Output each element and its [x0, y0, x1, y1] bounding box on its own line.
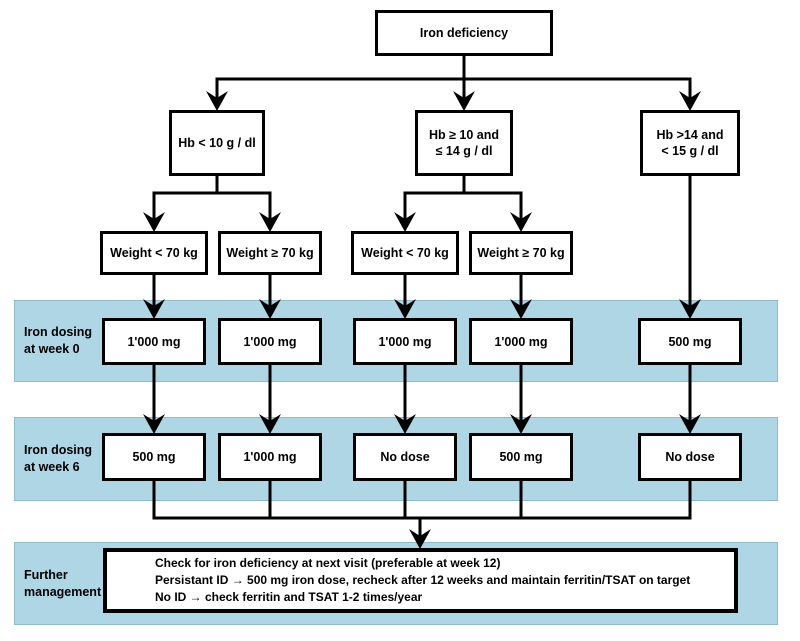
dose-value: 1'000 mg: [243, 334, 297, 349]
node-weight-lt70-branch2: Weight < 70 kg: [351, 231, 459, 275]
band-week0-label-line2: at week 0: [24, 342, 80, 356]
further-management-line: Persistant ID → 500 mg iron dose, rechec…: [155, 573, 691, 587]
dose-value: No dose: [665, 450, 715, 464]
node-weight-lt70-branch1: Weight < 70 kg: [100, 231, 208, 275]
node-hb-10-to-14: Hb ≥ 10 and ≤ 14 g / dl: [415, 110, 513, 176]
node-week6-dose-3: No dose: [353, 433, 457, 481]
dose-value: No dose: [380, 450, 430, 464]
node-hb-14-to-15: Hb >14 and < 15 g / dl: [640, 110, 740, 176]
band-week6-label-line2: at week 6: [24, 460, 80, 474]
dose-value: 1'000 mg: [243, 450, 297, 464]
dose-value: 1'000 mg: [378, 334, 432, 349]
node-label: Hb ≥ 10 and: [428, 128, 500, 142]
node-label: Weight < 70 kg: [361, 246, 449, 260]
node-week6-dose-5: No dose: [638, 433, 742, 481]
arrowhead-icons: [143, 91, 701, 549]
dose-value: 1'000 mg: [494, 334, 548, 349]
node-week0-dose-3: 1'000 mg: [353, 318, 457, 365]
node-weight-ge70-branch2: Weight ≥ 70 kg: [469, 231, 573, 275]
node-label: Weight ≥ 70 kg: [226, 246, 314, 260]
node-label: Weight ≥ 70 kg: [477, 246, 565, 260]
node-iron-deficiency: Iron deficiency: [375, 10, 553, 56]
band-week0-label: Iron dosing: [24, 325, 93, 339]
node-label: Hb >14 and: [656, 128, 724, 142]
node-label: Hb < 10 g / dl: [178, 136, 256, 150]
node-week0-dose-2: 1'000 mg: [218, 318, 322, 365]
node-week0-dose-1: 1'000 mg: [102, 318, 206, 365]
node-week6-dose-1: 500 mg: [102, 433, 206, 481]
node-label: Iron deficiency: [419, 26, 509, 40]
dose-value: 500 mg: [668, 334, 712, 349]
node-label-line2: ≤ 14 g / dl: [435, 144, 493, 158]
node-week0-dose-4: 1'000 mg: [469, 318, 573, 365]
dose-value: 1'000 mg: [127, 334, 181, 349]
node-week6-dose-2: 1'000 mg: [218, 433, 322, 481]
further-management-line: No ID → check ferritin and TSAT 1-2 time…: [155, 590, 423, 604]
band-further-label: Further: [24, 567, 68, 582]
band-further-label-line2: management: [24, 584, 102, 599]
node-hb-below-10: Hb < 10 g / dl: [169, 110, 265, 176]
dose-value: 500 mg: [132, 450, 176, 464]
band-week6-label: Iron dosing: [24, 443, 93, 457]
dose-value: 500 mg: [499, 450, 543, 464]
node-label-line2: < 15 g / dl: [661, 144, 719, 158]
node-week6-dose-4: 500 mg: [469, 433, 573, 481]
node-weight-ge70-branch1: Weight ≥ 70 kg: [218, 231, 322, 275]
further-management-line: Check for iron deficiency at next visit …: [155, 556, 501, 570]
node-week0-dose-5: 500 mg: [638, 318, 742, 365]
node-further-management: Check for iron deficiency at next visit …: [103, 548, 738, 613]
node-label: Weight < 70 kg: [110, 246, 198, 260]
